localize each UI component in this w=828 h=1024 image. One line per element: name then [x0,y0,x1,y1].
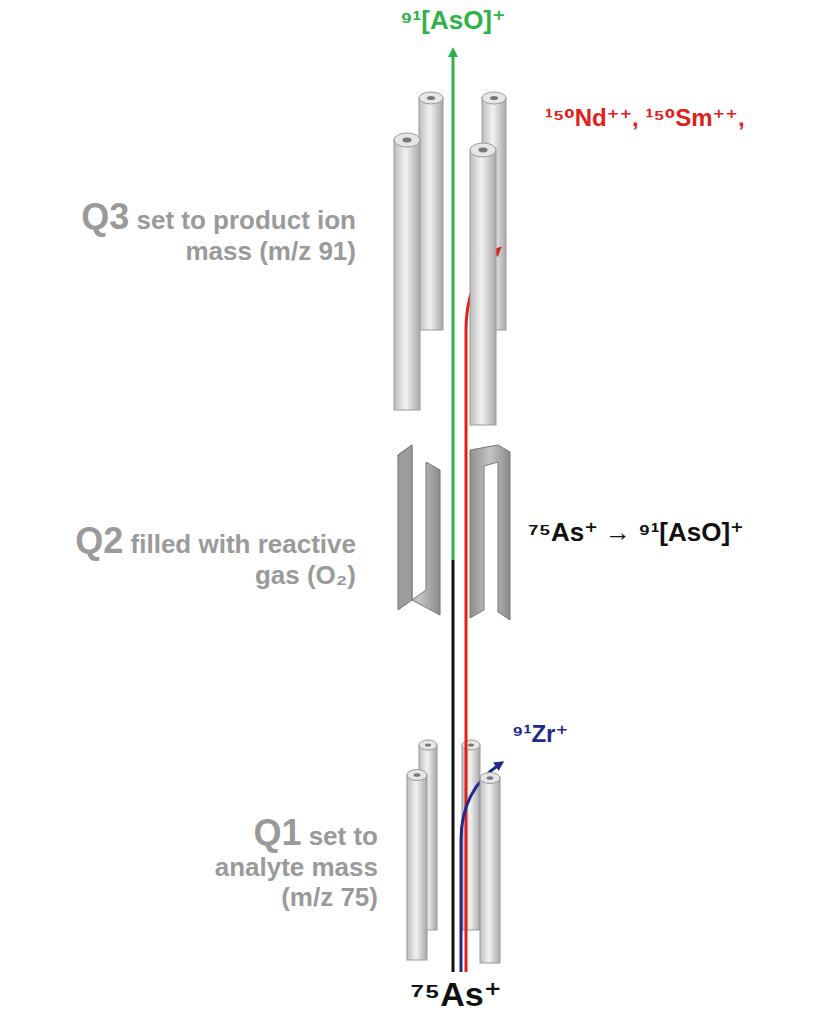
quadrupole-label: Q1 set to analyte mass (m/z 75) [158,812,378,913]
product-ion-label: ⁹¹[AsO]⁺ [400,6,506,36]
interference-label: ⁹¹Zr⁺ [512,720,568,748]
interference-label: ¹⁵⁰Nd⁺⁺, ¹⁵⁰Sm⁺⁺, [545,104,745,132]
q2-plate [398,445,440,615]
q3-rod [470,143,496,425]
q3-rod [419,92,443,330]
q3-rod [394,133,420,410]
reaction-label: ⁷⁵As⁺ → ⁹¹[AsO]⁺ [528,518,744,548]
q1-rod [407,770,427,961]
q2-plate [398,445,412,610]
product-ion-beam [452,52,455,560]
analyte-ion-label: ⁷⁵As⁺ [410,975,501,1014]
quadrupole-label: Q3 set to product ion mass (m/z 91) [46,196,356,267]
rejected-ion-path [461,764,500,972]
ion-beam [452,560,455,972]
quadrupole-label: Q2 filled with reactive gas (O₂) [66,520,356,591]
q1-rod [480,773,500,964]
q2-plate [470,445,510,620]
